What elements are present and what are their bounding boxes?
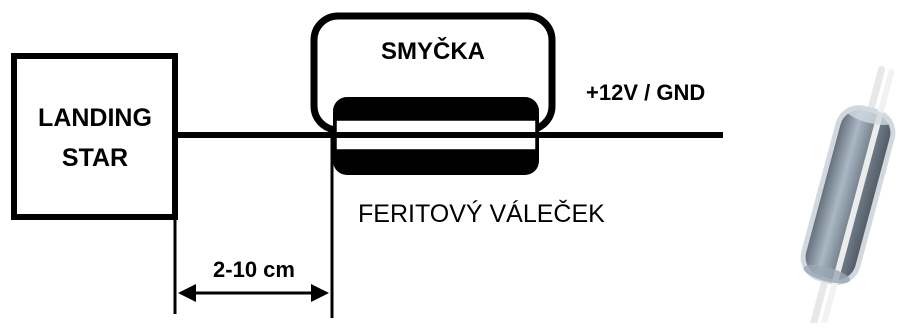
loop-label: SMYČKA: [381, 37, 485, 65]
ferrite-bottom-face-icon: [803, 265, 851, 284]
landing-star-box: LANDING STAR: [11, 53, 178, 220]
landing-star-label-line2: STAR: [62, 144, 128, 172]
landing-star-box-outline: [11, 53, 178, 220]
arrow-right-icon: [311, 284, 329, 302]
power-label: +12V / GND: [586, 80, 705, 105]
distance-dimension: 2-10 cm: [173, 132, 334, 318]
ferrite-core-icon: [800, 105, 896, 285]
ferrite-top-face-icon: [845, 106, 893, 125]
arrow-left-icon: [178, 284, 196, 302]
ferrite-bead-icon: [800, 65, 896, 328]
distance-label: 2-10 cm: [213, 257, 295, 282]
landing-star-label-line1: LANDING: [38, 104, 152, 132]
ferrite-label: FERITOVÝ VÁLEČEK: [358, 199, 605, 228]
